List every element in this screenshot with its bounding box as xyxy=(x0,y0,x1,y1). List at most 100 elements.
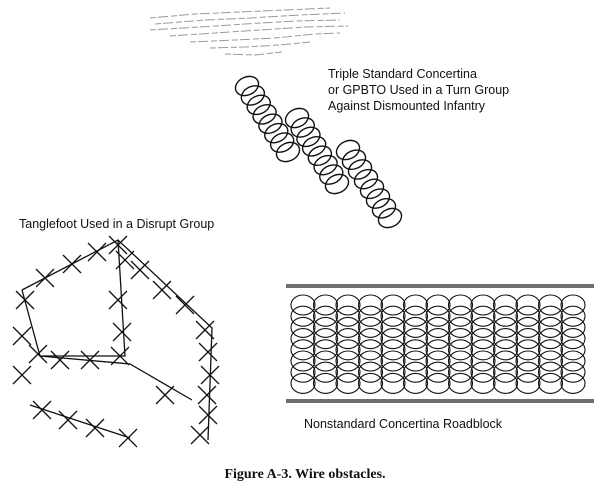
roadblock-coil xyxy=(492,339,519,361)
roadblock-coil xyxy=(335,328,361,350)
concertina-coil xyxy=(258,113,283,135)
roadblock-top-bar xyxy=(286,284,594,288)
tanglefoot-picket xyxy=(28,344,48,364)
tanglefoot-picket xyxy=(80,350,100,370)
roadblock-coil xyxy=(537,316,564,338)
roadblock-coil xyxy=(492,361,519,383)
roadblock-coil xyxy=(335,361,361,383)
roadblock-coil xyxy=(290,372,316,394)
hatch-line xyxy=(209,41,311,49)
triple-standard-concertina-drawing xyxy=(234,75,403,229)
roadblock-coil xyxy=(335,350,361,372)
roadblock-coil xyxy=(335,372,361,394)
roadblock-coil xyxy=(560,328,586,350)
figure-caption: Figure A-3. Wire obstacles. xyxy=(224,467,386,482)
roadblock-coil xyxy=(290,294,316,316)
roadblock-coil xyxy=(312,294,339,316)
triple-concertina-label: Triple Standard Concertina or GPBTO Used… xyxy=(328,66,509,114)
concertina-coil xyxy=(246,94,271,116)
tanglefoot-picket xyxy=(62,254,82,274)
roadblock-coil xyxy=(492,294,519,316)
tanglefoot-picket xyxy=(197,385,217,405)
tanglefoot-picket xyxy=(118,428,138,448)
roadblock-coil xyxy=(290,350,316,372)
roadblock-coil xyxy=(290,361,316,383)
roadblock-coil xyxy=(335,294,361,316)
tanglefoot-picket xyxy=(85,418,105,438)
roadblock-coil xyxy=(290,339,316,361)
roadblock-coil xyxy=(470,339,496,361)
tanglefoot-picket xyxy=(12,365,32,385)
roadblock-coil xyxy=(425,372,451,394)
roadblock-coil xyxy=(447,372,474,394)
hatch-line xyxy=(189,32,341,43)
concertina-coil xyxy=(284,107,310,129)
roadblock-coil xyxy=(447,339,474,361)
concertina-coil xyxy=(319,164,344,185)
roadblock-coil xyxy=(470,361,496,383)
roadblock-coil xyxy=(515,294,541,316)
roadblock-coil xyxy=(560,339,586,361)
concertina-coil xyxy=(296,126,321,148)
hatch-line xyxy=(224,51,283,56)
roadblock-coil xyxy=(537,361,564,383)
roadblock-coil xyxy=(447,316,474,338)
roadblock-coil xyxy=(425,328,451,350)
roadblock-label: Nonstandard Concertina Roadblock xyxy=(304,417,503,431)
tanglefoot-picket xyxy=(110,346,130,366)
roadblock-coil xyxy=(470,294,496,316)
hatch-line xyxy=(149,7,331,19)
roadblock-coil xyxy=(312,316,339,338)
concertina-roadblock-drawing xyxy=(286,284,594,403)
roadblock-coil xyxy=(515,339,541,361)
concertina-coil xyxy=(290,117,315,138)
hatch-line xyxy=(169,25,349,37)
triple-concertina-label-line-3: Against Dismounted Infantry xyxy=(328,99,486,113)
roadblock-coil xyxy=(380,305,406,327)
roadblock-coil xyxy=(425,350,451,372)
roadblock-coil xyxy=(447,294,474,316)
concertina-coil xyxy=(359,178,385,200)
roadblock-coil xyxy=(425,294,451,316)
concertina-coil xyxy=(365,188,391,209)
roadblock-coil xyxy=(515,328,541,350)
roadblock-coil xyxy=(470,372,496,394)
tanglefoot-picket xyxy=(200,365,220,385)
tanglefoot-picket xyxy=(12,326,32,346)
roadblock-coil xyxy=(357,372,384,394)
roadblock-coil xyxy=(312,339,339,361)
roadblock-coil xyxy=(537,305,564,327)
concertina-coil xyxy=(301,135,327,157)
roadblock-coil xyxy=(335,316,361,338)
tanglefoot-drawing xyxy=(12,235,220,448)
roadblock-coil xyxy=(335,339,361,361)
roadblock-coil xyxy=(380,316,406,338)
roadblock-coil xyxy=(425,361,451,383)
tanglefoot-picket xyxy=(155,385,175,405)
roadblock-coil xyxy=(425,305,451,327)
roadblock-coil xyxy=(357,316,384,338)
roadblock-coil xyxy=(402,294,429,316)
roadblock-coil xyxy=(447,328,474,350)
roadblock-coil xyxy=(402,339,429,361)
concertina-coil xyxy=(275,141,301,163)
concertina-coil xyxy=(341,149,367,171)
concertina-coil xyxy=(264,122,289,144)
roadblock-coil xyxy=(560,305,586,327)
concertina-coil xyxy=(240,85,266,106)
roadblock-coil xyxy=(312,350,339,372)
roadblock-bottom-bar xyxy=(286,399,594,403)
roadblock-coil xyxy=(560,361,586,383)
tanglefoot-picket xyxy=(112,322,132,342)
roadblock-coil xyxy=(537,294,564,316)
tanglefoot-wire xyxy=(21,239,213,441)
concertina-coil xyxy=(371,197,397,219)
concertina-coil xyxy=(335,139,361,161)
roadblock-coil xyxy=(537,328,564,350)
roadblock-coil xyxy=(492,316,519,338)
tanglefoot-picket xyxy=(32,400,52,420)
concertina-coil xyxy=(313,154,338,176)
tanglefoot-picket xyxy=(35,268,55,288)
tanglefoot-picket xyxy=(108,235,128,255)
roadblock-coil xyxy=(335,305,361,327)
